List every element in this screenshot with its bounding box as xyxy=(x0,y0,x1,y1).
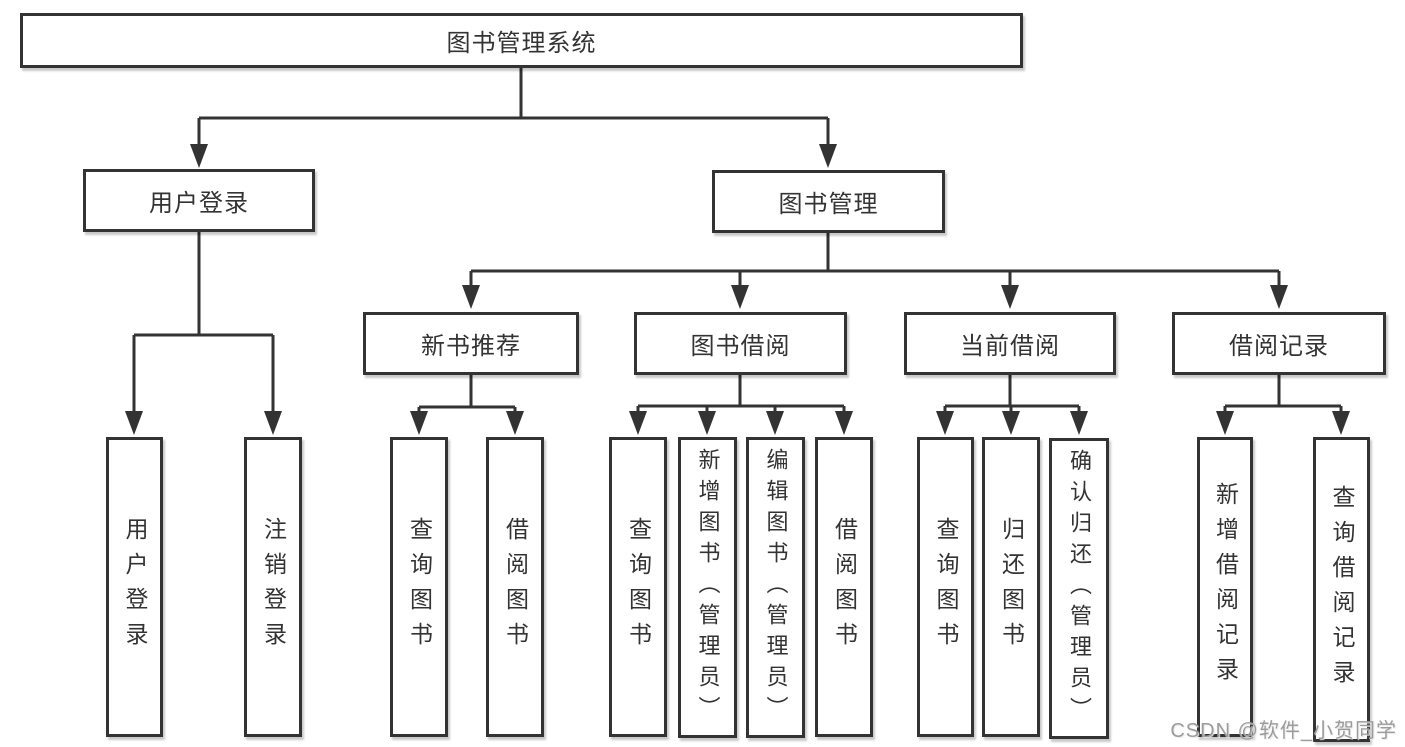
leaf-user-login-label: 用户登录 xyxy=(122,517,148,657)
leaf-newbooks-query: 查询图书 xyxy=(390,437,448,737)
arrowheads xyxy=(125,144,1350,435)
node-current-borrow-label: 当前借阅 xyxy=(960,333,1060,360)
leaf-current-return-label: 归还图书 xyxy=(998,517,1025,657)
node-book-mgmt: 图书管理 xyxy=(712,170,945,233)
node-borrow-records: 借阅记录 xyxy=(1172,312,1386,375)
node-root-label: 图书管理系统 xyxy=(446,30,597,57)
leaf-borrow-add: 新增图书（管理员） xyxy=(678,437,737,738)
leaf-records-add: 新增借阅记录 xyxy=(1197,437,1253,737)
leaf-records-query: 查询借阅记录 xyxy=(1313,437,1370,742)
leaf-borrow-query-label: 查询图书 xyxy=(625,517,652,657)
leaf-borrow-borrow: 借阅图书 xyxy=(815,437,873,737)
node-user-login: 用户登录 xyxy=(83,169,315,232)
leaf-logout: 注销登录 xyxy=(244,437,302,737)
leaf-records-add-label: 新增借阅记录 xyxy=(1212,482,1239,692)
leaf-newbooks-borrow-label: 借阅图书 xyxy=(502,517,529,657)
leaf-records-query-label: 查询借阅记录 xyxy=(1329,484,1355,695)
leaf-borrow-edit: 编辑图书（管理员） xyxy=(746,437,805,738)
leaf-newbooks-query-label: 查询图书 xyxy=(406,517,433,657)
leaf-borrow-add-label: 新增图书（管理员） xyxy=(695,448,721,727)
node-current-borrow: 当前借阅 xyxy=(904,312,1116,375)
leaf-current-query: 查询图书 xyxy=(917,437,974,737)
node-new-books: 新书推荐 xyxy=(363,312,579,375)
leaf-current-confirm: 确认归还（管理员） xyxy=(1049,438,1109,739)
node-borrow-records-label: 借阅记录 xyxy=(1229,333,1329,360)
watermark: CSDN @软件_小贺同学 xyxy=(1170,720,1397,742)
leaf-borrow-edit-label: 编辑图书（管理员） xyxy=(763,448,789,727)
node-book-borrow-label: 图书借阅 xyxy=(690,333,791,360)
node-user-login-label: 用户登录 xyxy=(149,190,249,217)
leaf-current-return: 归还图书 xyxy=(982,437,1040,737)
node-new-books-label: 新书推荐 xyxy=(421,333,521,360)
node-book-mgmt-label: 图书管理 xyxy=(778,191,879,218)
leaf-current-query-label: 查询图书 xyxy=(933,517,959,657)
leaf-borrow-borrow-label: 借阅图书 xyxy=(831,517,858,657)
leaf-user-login: 用户登录 xyxy=(106,437,163,737)
node-root: 图书管理系统 xyxy=(20,13,1023,68)
leaf-current-confirm-label: 确认归还（管理员） xyxy=(1067,449,1092,728)
leaf-logout-label: 注销登录 xyxy=(260,517,287,657)
node-book-borrow: 图书借阅 xyxy=(634,312,847,375)
leaf-borrow-query: 查询图书 xyxy=(609,437,667,737)
leaf-newbooks-borrow: 借阅图书 xyxy=(486,437,544,737)
